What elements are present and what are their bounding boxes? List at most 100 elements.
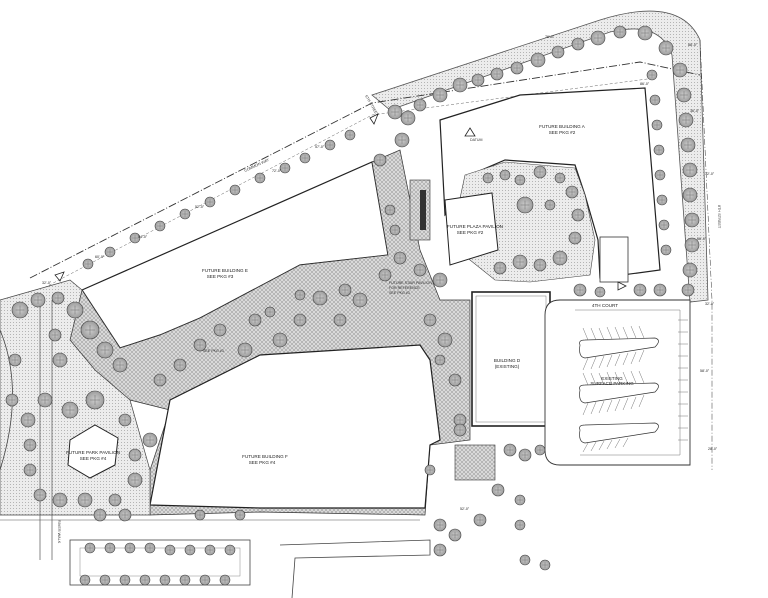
tree-center-mark — [156, 376, 164, 384]
tree-center-mark — [636, 286, 644, 294]
park-pavilion-label: FUTURE PARK PAVILION — [66, 450, 120, 455]
parking-island — [579, 422, 659, 444]
parking-aisle-line — [575, 309, 681, 456]
tree-center-mark — [616, 28, 624, 36]
tree-center-mark — [251, 316, 259, 324]
tree-center-mark — [131, 476, 139, 484]
tree-center-mark — [451, 376, 459, 384]
tree-center-mark — [680, 91, 688, 99]
tree-center-mark — [597, 289, 603, 295]
tree-center-mark — [686, 166, 694, 174]
dimension-label: 60'-0" — [95, 255, 105, 259]
tree-center-mark — [341, 286, 349, 294]
tree-center-mark — [15, 305, 25, 315]
dimension-label: 32'-0" — [42, 281, 52, 285]
tree-center-mark — [656, 286, 664, 294]
plaza-pavilion-footprint — [444, 192, 499, 266]
tree-center-mark — [26, 441, 34, 449]
tree-center-mark — [682, 116, 690, 124]
tree-center-mark — [85, 261, 91, 267]
tree-center-mark — [594, 34, 602, 42]
tree-center-mark — [41, 396, 49, 404]
tree-center-mark — [534, 56, 542, 64]
setback-line — [39, 77, 656, 291]
dimension-label: 28'-0" — [708, 447, 718, 451]
tree-center-mark — [427, 467, 433, 473]
river-walk-label: RIVER WALK — [57, 520, 61, 544]
tree-center-mark — [132, 235, 138, 241]
tree-center-mark — [496, 264, 504, 272]
tree-center-mark — [649, 72, 655, 78]
tree-center-mark — [557, 175, 563, 181]
tree-center-mark — [574, 211, 582, 219]
park-pavilion-footprint — [67, 424, 119, 479]
tree-center-mark — [661, 222, 667, 228]
tree-center-mark — [282, 165, 288, 171]
tree-center-mark — [662, 44, 670, 52]
dimension-label: 88'-0" — [688, 43, 698, 47]
tree-center-mark — [506, 446, 514, 454]
dimension-labels: 88'-0"36'-0"72'-0"56'-0"32'-0"58'-0"28'-… — [42, 35, 718, 511]
tree-center-mark — [296, 316, 304, 324]
building-f-footprint — [149, 344, 441, 509]
stair-pavilion-ref1: FOR REFERENCE — [389, 286, 420, 290]
tree-center-mark — [641, 29, 649, 37]
utility-box — [599, 236, 629, 283]
tree-center-mark — [652, 97, 658, 103]
tree-center-mark — [162, 577, 168, 583]
dimension-label: 56'-0" — [697, 237, 707, 241]
tree-center-mark — [54, 294, 62, 302]
tree-center-mark — [241, 346, 249, 354]
tree-center-mark — [398, 136, 406, 144]
tree-center-mark — [107, 249, 113, 255]
tree-center-mark — [176, 361, 184, 369]
dimension-label: 52'-0" — [460, 507, 470, 511]
building-a-label: FUTURE BUILDING A — [539, 124, 586, 129]
tree-center-mark — [517, 497, 523, 503]
datum-icon — [464, 127, 476, 137]
tree-center-mark — [87, 545, 93, 551]
section-arrow-icon — [369, 113, 379, 125]
tree-center-mark — [571, 234, 579, 242]
tree-center-mark — [686, 266, 694, 274]
tree-center-mark — [654, 122, 660, 128]
tree-center-mark — [207, 199, 213, 205]
tree-center-mark — [116, 361, 124, 369]
tree-center-mark — [257, 175, 263, 181]
tree-center-mark — [216, 326, 224, 334]
dimension-label: 36'-0" — [690, 109, 700, 113]
tree-center-mark — [513, 64, 521, 72]
tree-center-mark — [516, 258, 524, 266]
tree-center-mark — [96, 511, 104, 519]
small-e-ref: SEE PKG #3 — [203, 349, 224, 353]
tree-center-mark — [517, 522, 523, 528]
tree-center-mark — [26, 466, 34, 474]
tree-center-mark — [404, 114, 412, 122]
tree-center-mark — [576, 286, 584, 294]
tree-center-mark — [197, 512, 203, 518]
tree-center-mark — [121, 511, 129, 519]
tree-center-mark — [684, 286, 692, 294]
tree-center-mark — [131, 451, 139, 459]
tree-center-mark — [688, 241, 696, 249]
tree-center-mark — [237, 512, 243, 518]
tree-center-mark — [656, 147, 662, 153]
tree-center-mark — [556, 254, 564, 262]
tree-group — [5, 25, 700, 586]
tree-center-mark — [302, 155, 308, 161]
dimension-label: 72'-0" — [705, 172, 715, 176]
dimension-label: 86'-0" — [640, 82, 650, 86]
tree-center-mark — [522, 557, 528, 563]
tree-center-mark — [157, 223, 163, 229]
building-e-ref: SEE PKG #3 — [207, 274, 234, 279]
tree-center-mark — [426, 316, 434, 324]
tree-center-mark — [536, 168, 544, 176]
parking-island — [579, 382, 659, 404]
tree-center-mark — [387, 207, 393, 213]
tree-center-mark — [102, 577, 108, 583]
south-parking-inner — [79, 547, 241, 577]
parking-surface-label: SURFACE PARKING — [590, 381, 634, 386]
tree-center-mark — [51, 331, 59, 339]
tree-center-mark — [381, 271, 389, 279]
parking-island — [579, 337, 659, 359]
